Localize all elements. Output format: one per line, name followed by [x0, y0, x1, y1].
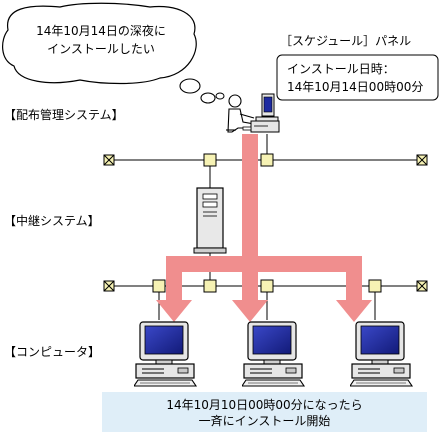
- terminator-icon: [416, 280, 428, 292]
- main-arrow-shaft: [242, 134, 258, 260]
- bottom-note-line-1: 14年10月10日00時00分になったら: [166, 398, 363, 412]
- left-arrow-shaft: [166, 264, 182, 304]
- thought-bubble: [2, 2, 225, 104]
- computer-icon: [350, 321, 413, 387]
- node-icon: [152, 279, 166, 293]
- node-icon: [260, 279, 274, 293]
- node-icon: [260, 153, 274, 167]
- middle-arrow-shaft: [242, 264, 258, 304]
- admin-user-icon: [226, 94, 255, 133]
- middle-arrow-head: [232, 300, 268, 322]
- terminator-icon: [416, 154, 428, 166]
- arrow-crossbar: [166, 256, 362, 272]
- bottom-note: 14年10月10日00時00分になったら 一斉にインストール開始: [102, 395, 427, 431]
- node-icon: [368, 279, 382, 293]
- relay-server-icon: [193, 187, 227, 254]
- connection-nodes: [152, 153, 382, 293]
- schedule-panel-title: ［スケジュール］パネル: [280, 34, 412, 48]
- section-label-computers: 【コンピュータ】: [4, 345, 101, 359]
- node-icon: [203, 279, 217, 293]
- section-label-management: 【配布管理システム】: [4, 108, 124, 122]
- thought-line-2: インストールしたい: [47, 42, 155, 56]
- right-arrow-head: [336, 300, 372, 322]
- terminator-icon: [103, 154, 115, 166]
- schedule-panel-box: [276, 54, 439, 101]
- workstation-icon: [242, 93, 280, 133]
- install-datetime-value: 14年10月14日00時00分: [287, 80, 424, 94]
- computer-icon: [134, 321, 197, 387]
- terminator-icon: [103, 280, 115, 292]
- bottom-note-box: [102, 392, 427, 432]
- bottom-note-line-2: 一斉にインストール開始: [198, 414, 331, 428]
- right-arrow-shaft: [346, 264, 362, 304]
- distribution-arrows: [156, 134, 372, 322]
- node-icon: [203, 153, 217, 167]
- computer-icon: [242, 321, 305, 387]
- install-datetime-label: インストール日時：: [287, 62, 395, 76]
- section-label-relay: 【中継システム】: [4, 214, 100, 228]
- left-arrow-head: [156, 300, 192, 322]
- network-terminators: [103, 154, 428, 292]
- thought-line-1: 14年10月14日の深夜に: [36, 24, 166, 38]
